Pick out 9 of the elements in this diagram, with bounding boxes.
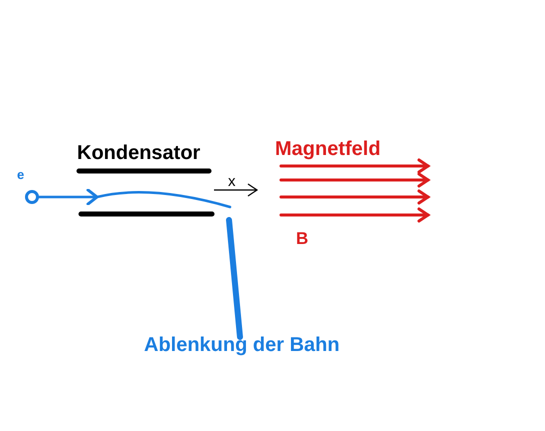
field-label: Magnetfeld: [275, 139, 381, 159]
field-symbol: B: [296, 230, 308, 247]
axis-label: x: [228, 174, 236, 189]
particle-label: e: [17, 168, 24, 181]
electron-circle: [25, 190, 39, 204]
arrow: [38, 188, 98, 206]
leader-line: [226, 217, 243, 340]
callout-label: Ablenkung der Bahn: [144, 335, 340, 355]
component-label: Kondensator: [77, 143, 200, 163]
